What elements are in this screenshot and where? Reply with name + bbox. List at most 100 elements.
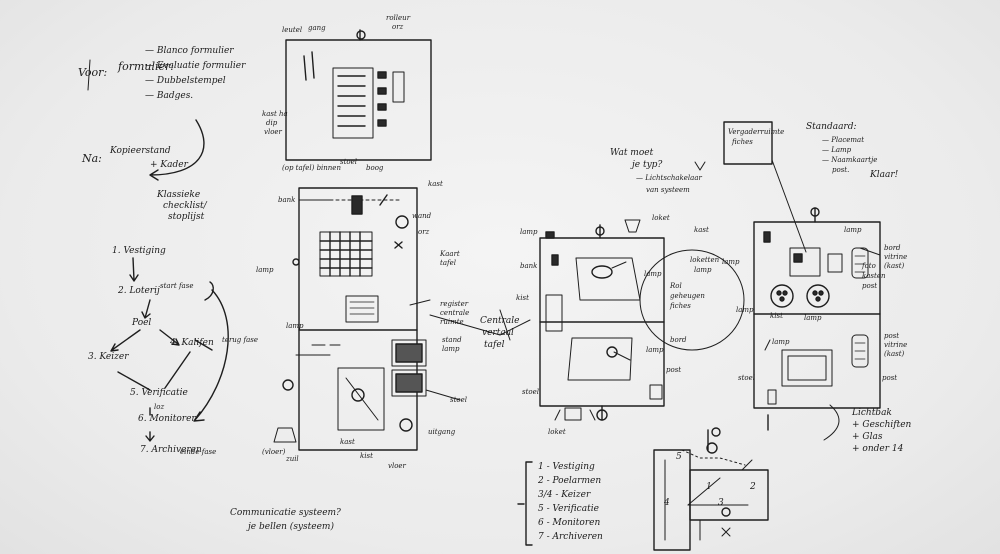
- bottom-note: Communicatie systeem?: [230, 508, 341, 518]
- mini-plan-label: 3: [718, 498, 724, 508]
- plan-note: dip: [266, 119, 278, 127]
- room-label: stoel: [522, 388, 540, 396]
- underline: [87, 59, 91, 91]
- room-label: post: [882, 374, 898, 382]
- side-label: kasten: [862, 272, 886, 280]
- standards-item: post.: [832, 166, 850, 174]
- room-label: kast: [694, 226, 709, 234]
- standards-heading: Standaard:: [806, 122, 857, 132]
- flow-hub: Poel: [132, 318, 152, 328]
- room-label: bord: [670, 336, 687, 344]
- bottom-note: je bellen (systeem): [248, 522, 334, 532]
- room-label: loket: [652, 214, 670, 222]
- flow-note: loz: [154, 403, 165, 411]
- mini-plan-label: 5: [676, 452, 682, 462]
- plan-label: rolleur: [386, 14, 411, 22]
- mini-plan: [653, 427, 769, 551]
- side-label: foto: [862, 262, 876, 270]
- legend-bracket: [525, 461, 533, 546]
- flow-note: terug fase: [222, 336, 259, 344]
- room-label: loket: [548, 428, 566, 436]
- standards-done: Klaar!: [870, 170, 899, 180]
- floorplan-right: [539, 121, 881, 441]
- right-question: — Lichtschakelaar: [636, 174, 702, 182]
- plan-note: tafel: [484, 340, 505, 350]
- circle-label: geheugen: [670, 292, 705, 300]
- right-question: van systeem: [646, 186, 690, 194]
- room-label: kist: [770, 312, 783, 320]
- plan-note: vloer: [264, 128, 282, 136]
- flow-step: 2. Loterij: [118, 286, 160, 296]
- legend-item: 5 - Verificatie: [538, 504, 599, 514]
- note-voor-item: — Dubbelstempel: [145, 76, 226, 86]
- plan-note: vloer: [388, 462, 406, 470]
- room-label: bank: [520, 262, 538, 270]
- flow-step: 6. Monitoren: [138, 414, 198, 424]
- plan-room-label: bank: [278, 196, 296, 204]
- right-column-note: + onder 14: [852, 444, 904, 454]
- right-question: Wat moet: [610, 148, 654, 158]
- right-column-note: Lichtbak: [852, 408, 892, 418]
- plan-note: Centrale: [480, 316, 520, 326]
- right-side-note: post: [884, 332, 900, 340]
- note-arrow: stoplijst: [168, 212, 205, 222]
- plan-note: Kaart: [440, 250, 460, 258]
- side-label: post: [862, 282, 878, 290]
- flow-step: 3. Keizer: [88, 352, 129, 362]
- note-voor-item: — Blanco formulier: [145, 46, 234, 56]
- room-label: lamp: [736, 306, 754, 314]
- standards-item: — Lamp: [822, 146, 852, 154]
- side-label: loketten: [690, 256, 720, 264]
- legend-item: 2 - Poelarmen: [538, 476, 602, 486]
- flow-note: einde fase: [180, 448, 217, 456]
- note-arrow: checklist/: [163, 201, 207, 211]
- side-label: lamp: [694, 266, 712, 274]
- note-voor-item: — Badges.: [145, 91, 194, 101]
- flow-note: start fase: [160, 282, 194, 290]
- right-side-note: (kast): [884, 262, 905, 270]
- right-side-note: vitrine: [884, 253, 908, 261]
- plan-note: vertaal: [482, 328, 514, 338]
- box-label: fiches: [732, 138, 753, 146]
- plan-room-label: lamp: [256, 266, 274, 274]
- process-flow-arrows: [110, 257, 229, 442]
- plan-room-label: stoel: [340, 158, 358, 166]
- plan-note: (vloer): [262, 448, 286, 456]
- mini-plan-label: 2: [750, 482, 756, 492]
- plan-room-label: boog: [366, 164, 384, 172]
- plan-room-label: lamp: [286, 322, 304, 330]
- plan-note: centrale: [440, 309, 470, 317]
- note-na-heading: Na:: [82, 152, 102, 165]
- standards-item: — Naamkaartje: [822, 156, 878, 164]
- plan-room-label: kast: [428, 180, 443, 188]
- plan-room-label: wand: [412, 212, 432, 220]
- plan-label: orz: [392, 23, 404, 31]
- plan-room-label: orz: [418, 228, 430, 236]
- mini-plan-label: 1: [706, 482, 712, 492]
- floorplan-left: [273, 29, 531, 451]
- box-label: Vergaderruimte: [728, 128, 785, 136]
- plan-label: gang: [308, 24, 326, 32]
- legend-item: 6 - Monitoren: [538, 518, 601, 528]
- circle-label: fiches: [670, 302, 691, 310]
- room-label: kist: [516, 294, 529, 302]
- room-label: lamp: [804, 314, 822, 322]
- plan-label: leutel: [282, 26, 303, 34]
- right-side-note: vitrine: [884, 341, 908, 349]
- plan-note: kast: [340, 438, 355, 446]
- plan-note: kast ha: [262, 110, 288, 118]
- right-question: je typ?: [632, 160, 663, 170]
- flow-step: 4. Kalifen: [170, 338, 214, 348]
- room-label: lamp: [772, 338, 790, 346]
- mini-plan-label: 4: [664, 498, 670, 508]
- note-voor-item: — Evaluatie formulier: [145, 61, 246, 71]
- room-label: lamp: [722, 258, 740, 266]
- plan-note: kist: [360, 452, 373, 460]
- room-label: lamp: [520, 228, 538, 236]
- plan-note: (op tafel) binnen: [282, 164, 341, 172]
- room-label: lamp: [646, 346, 664, 354]
- legend-item: 1 - Vestiging: [538, 462, 595, 472]
- legend-item: 7 - Archiveren: [538, 532, 603, 542]
